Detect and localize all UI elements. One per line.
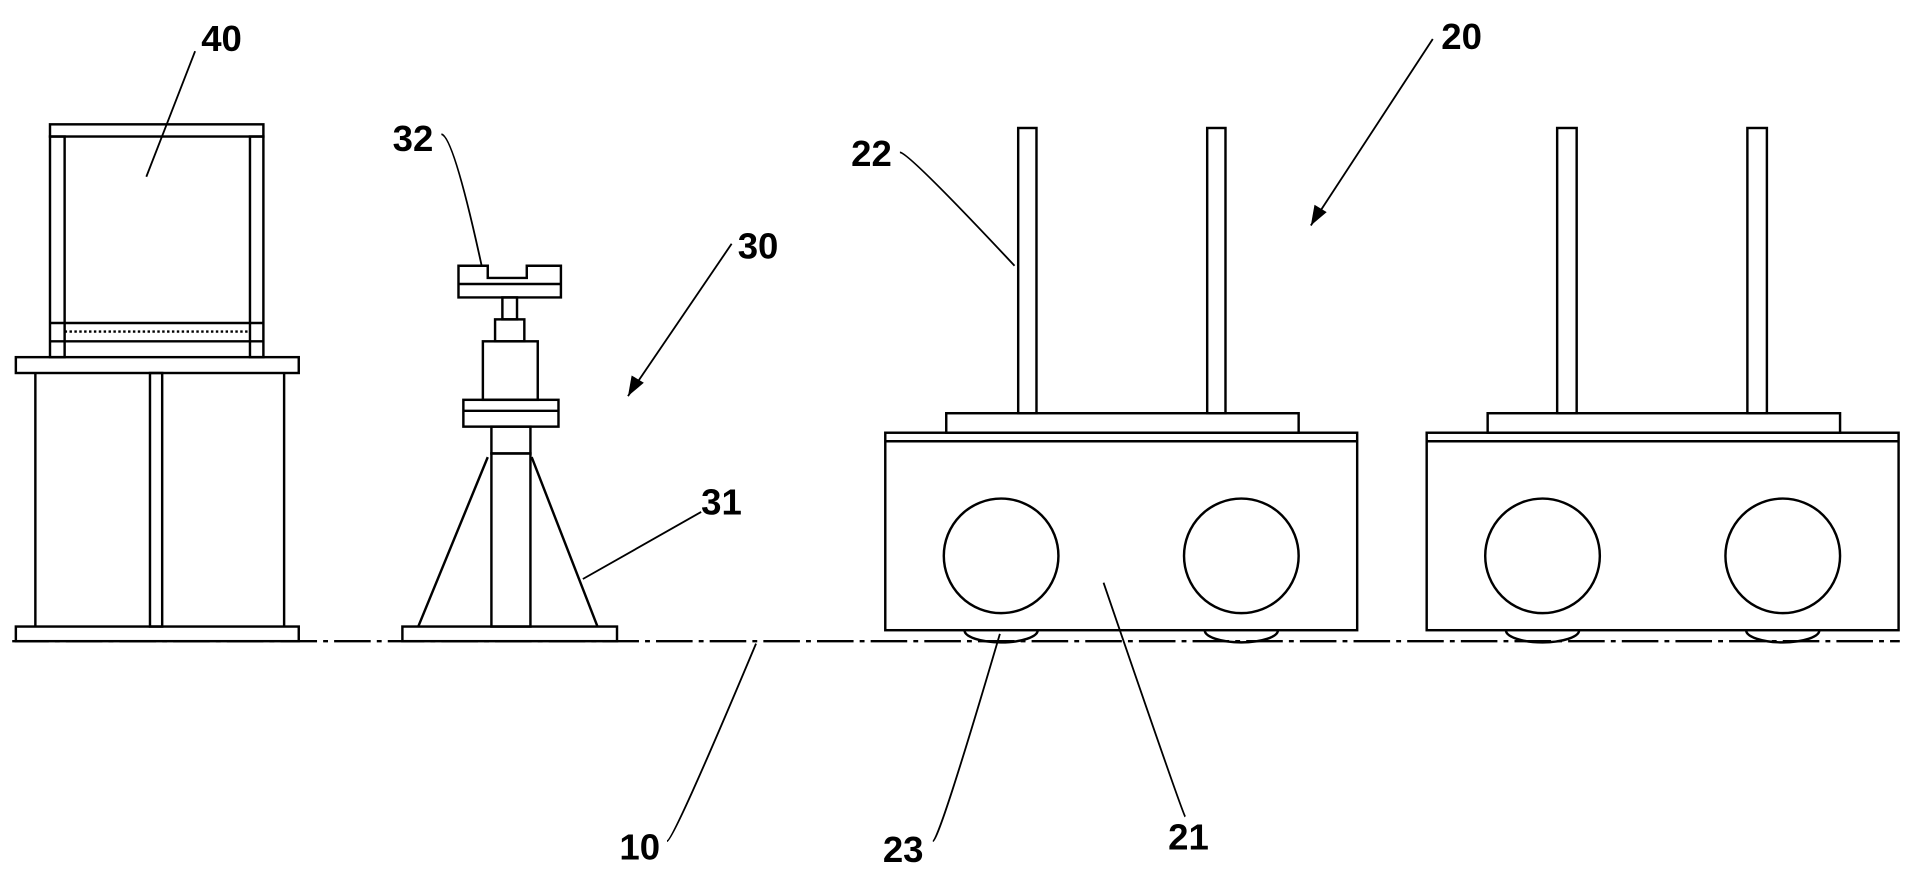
label-10: 10 <box>619 826 660 867</box>
leader-lines <box>145 38 1434 843</box>
arrow-20-icon <box>1310 204 1327 226</box>
arrow-30-icon <box>627 375 644 397</box>
label-20: 20 <box>1441 16 1482 57</box>
label-23: 23 <box>883 829 924 870</box>
label-21: 21 <box>1168 817 1209 858</box>
label-32: 32 <box>393 118 434 159</box>
label-40: 40 <box>201 18 242 59</box>
label-31: 31 <box>701 481 742 522</box>
cart-1 <box>884 126 1359 644</box>
frame-40 <box>14 123 300 643</box>
cart-2 <box>1425 126 1900 644</box>
label-22: 22 <box>851 133 892 174</box>
jack-30 <box>401 264 619 643</box>
label-30: 30 <box>738 225 779 266</box>
